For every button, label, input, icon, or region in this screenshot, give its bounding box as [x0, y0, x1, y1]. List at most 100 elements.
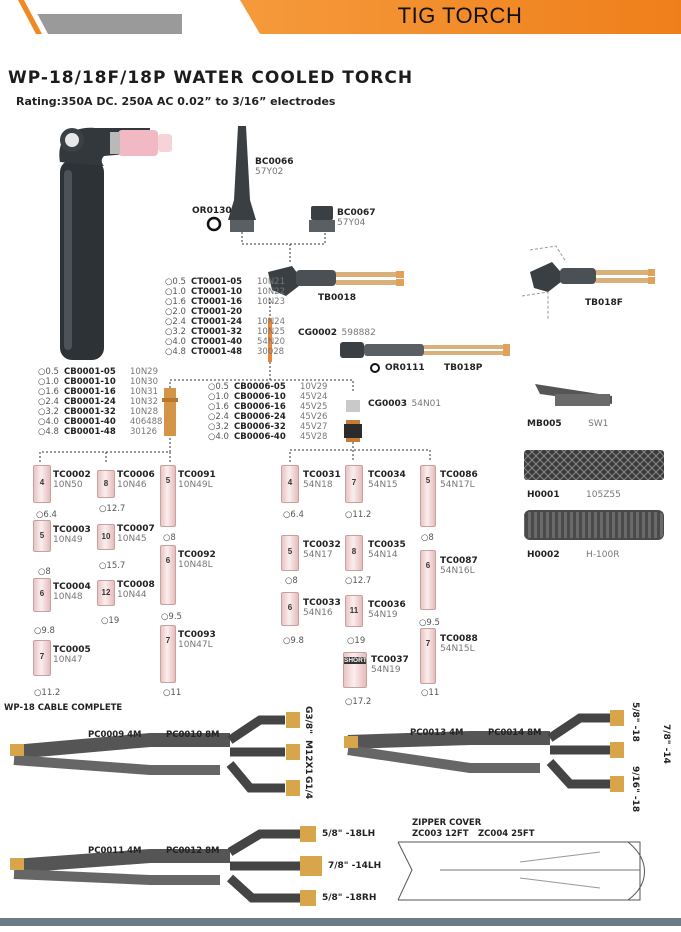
- cable-pc0010-label: PC0010 8M: [166, 730, 220, 740]
- nozzle-dim: ○8: [163, 533, 176, 543]
- gas-lens-illustration: [344, 400, 362, 442]
- fitting-c2-label: 7/8" -14LH: [328, 861, 382, 871]
- header-graphic: [0, 0, 681, 34]
- nozzle-tc0032: 5: [281, 535, 299, 571]
- fitting-b2-label: 7/8" -14: [661, 724, 671, 764]
- back-cap-long-illustration: [228, 126, 256, 232]
- or0130-label: OR0130: [192, 206, 232, 216]
- nozzle-dim: ○11: [421, 688, 440, 698]
- h0001-label: H0001 105Z55: [527, 490, 621, 500]
- or0111-label: OR0111: [385, 363, 425, 373]
- nozzle-tc0002: 4: [33, 465, 51, 503]
- nozzle-dim: ○12.7: [99, 504, 126, 514]
- zipper-zc003-label: ZC003 12FT: [412, 829, 469, 839]
- nozzle-dim: ○9.8: [283, 636, 304, 646]
- nozzle-tc0086: 5: [420, 465, 436, 527]
- cable-set-b-illustration: [344, 710, 624, 792]
- ribbed-hose-illustration: [524, 510, 664, 540]
- nozzle-tc0088: 7: [420, 628, 436, 684]
- cable-pc0014-label: PC0014 8M: [488, 728, 542, 738]
- header-title: TIG TORCH: [397, 3, 523, 28]
- rating-text: Rating:350A DC. 250A AC 0.02” to 3/16” e…: [16, 95, 336, 108]
- cable-pc0009-label: PC0009 4M: [88, 730, 142, 740]
- cable-set-a-illustration: [10, 712, 300, 796]
- electrode-illustration: [268, 318, 272, 362]
- nozzle-dim: ○11.2: [34, 688, 61, 698]
- zipper-title: ZIPPER COVER: [412, 818, 482, 828]
- nozzle-tc0034: 7: [345, 465, 363, 503]
- nozzle-dim: ○8: [285, 576, 298, 586]
- fitting-a3-label: G1/4: [303, 776, 313, 800]
- nozzle-dim: ○9.8: [34, 626, 55, 636]
- cable-pc0012-label: PC0012 8M: [166, 846, 220, 856]
- nozzle-tc0037: SHORT: [343, 652, 367, 688]
- cable-pc0011-label: PC0011 4M: [88, 846, 142, 856]
- h0002-label: H0002 H-100R: [527, 550, 620, 560]
- nozzle-tc0036: 11: [345, 595, 363, 627]
- fitting-c3-label: 5/8" -18RH: [322, 893, 377, 903]
- o-ring-illustration: [206, 216, 222, 232]
- nozzle-tc0005: 7: [33, 640, 51, 676]
- nozzle-dim: ○19: [347, 636, 366, 646]
- cg0003-label: CG0003 54N01: [368, 399, 442, 409]
- tb0018-label: TB0018: [318, 293, 357, 303]
- nozzle-tc0006: 8: [97, 470, 115, 498]
- braided-hose-illustration: [524, 450, 664, 480]
- nozzle-tc0007: 10: [97, 524, 115, 550]
- header-bar: TIG TORCH: [0, 0, 681, 34]
- page-title: WP-18/18F/18P WATER COOLED TORCH: [8, 68, 414, 88]
- nozzle-dim: ○11: [163, 688, 182, 698]
- bc0066-label: BC0066 57Y02: [255, 157, 294, 177]
- fitting-a2-label: M12X1: [303, 740, 313, 775]
- nozzle-tc0035: 8: [345, 535, 363, 571]
- nozzle-tc0092: 6: [160, 545, 176, 605]
- nozzle-tc0004: 6: [33, 578, 51, 612]
- back-cap-short-illustration: [309, 206, 335, 232]
- footer-bar: [0, 918, 681, 926]
- torch-head-illustration: [268, 266, 404, 296]
- nozzle-dim: ○19: [101, 616, 120, 626]
- nozzle-tc0093: 7: [160, 625, 176, 683]
- nozzle-tc0087: 6: [420, 550, 436, 610]
- cg0002-label: CG0002 598882: [298, 328, 376, 338]
- nozzle-tc0033: 6: [281, 592, 299, 626]
- nozzle-dim: ○11.2: [345, 510, 372, 520]
